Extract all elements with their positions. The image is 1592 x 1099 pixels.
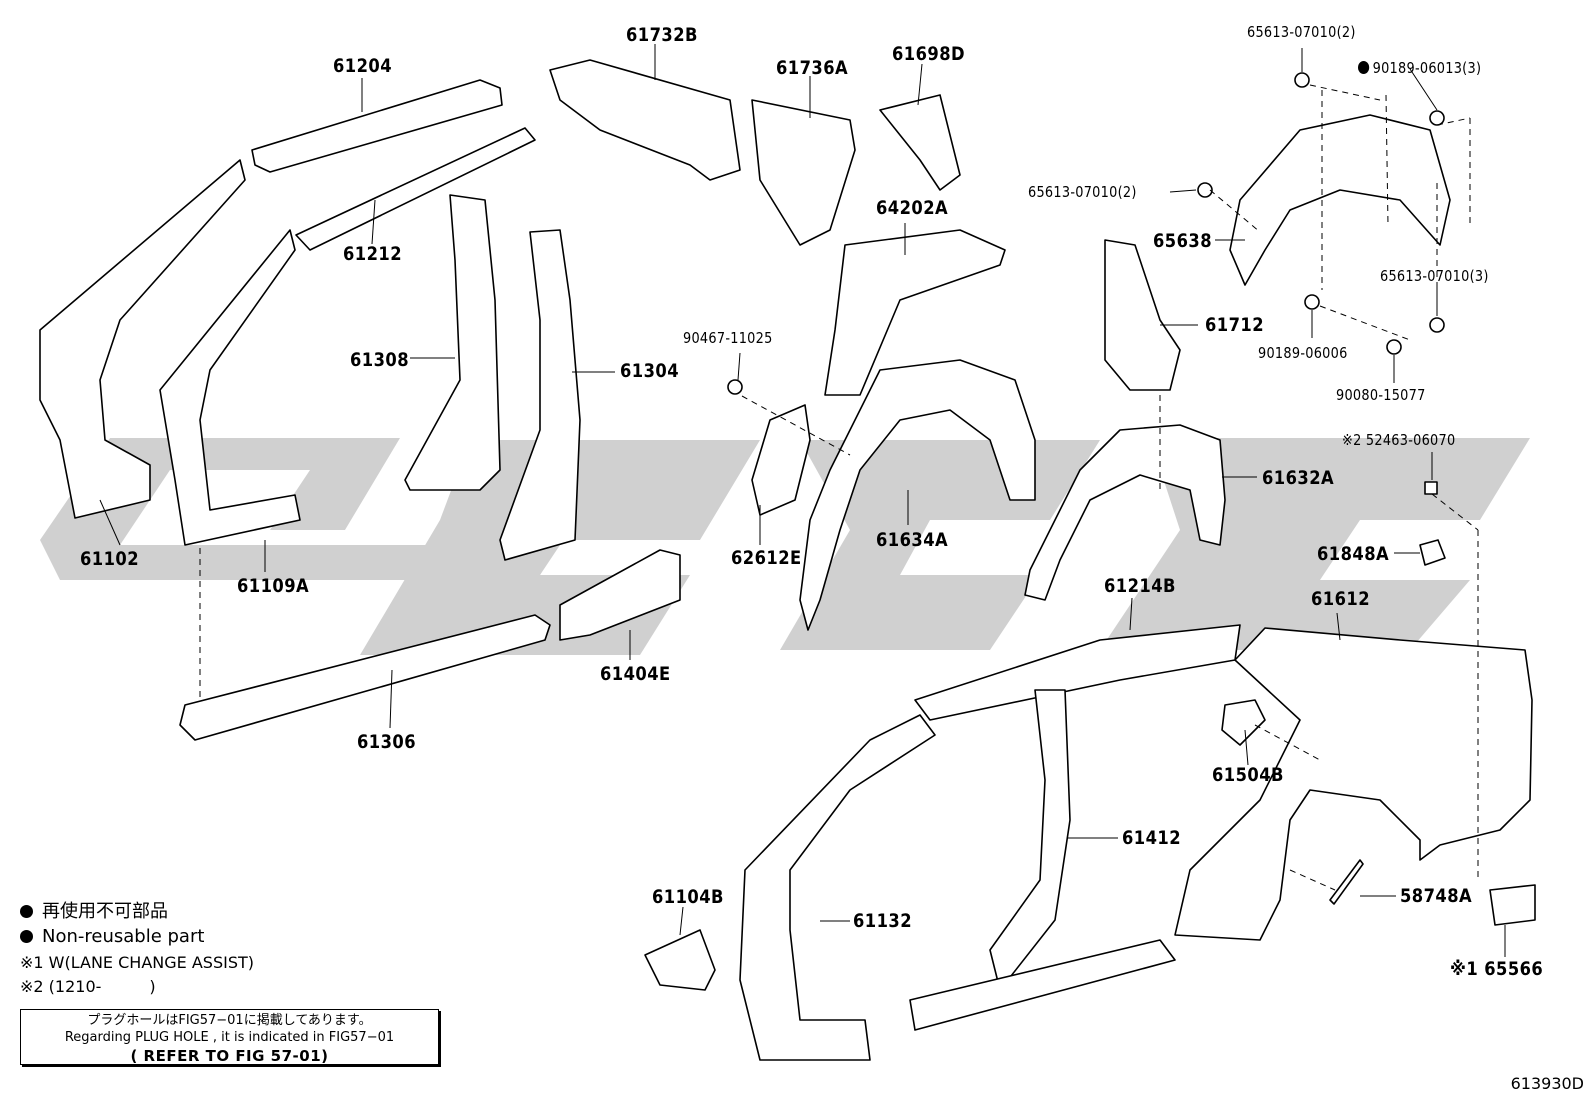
part-62612E-shape [751,404,811,516]
part-label-61104B[interactable]: 61104B [652,886,724,908]
part-label-61412[interactable]: 61412 [1122,827,1182,849]
part-label-90467-11025[interactable]: 90467-11025 [683,329,773,347]
part-label-52463-06070[interactable]: ※2 52463-06070 [1342,431,1456,449]
figure-number: 613930D [1510,1074,1584,1093]
part-label-65613-07010-mid[interactable]: 65613-07010(2) [1028,183,1137,201]
part-label-61304[interactable]: 61304 [620,360,680,382]
part-65566-shape [1489,884,1536,926]
part-61732B-shape [549,59,741,181]
part-label-61306[interactable]: 61306 [357,731,417,753]
part-61848A-shape [1419,539,1446,566]
part-61214B-shape [914,624,1241,721]
part-label-61848A[interactable]: 61848A [1317,543,1390,565]
part-label-61204[interactable]: 61204 [333,55,393,77]
part-61404E-shape [559,549,681,641]
part-61634A-shape [799,359,1036,631]
legend-en-text: Non-reusable part [42,926,205,947]
part-64202A-shape [824,229,1006,396]
part-label-61109A[interactable]: 61109A [237,575,310,597]
non-reusable-dot-icon [20,905,33,918]
part-65638-shape [1229,114,1451,286]
note-line-jp: プラグホールはFIG57−01に掲載してあります。 [87,1013,372,1028]
note-line-en: Regarding PLUG HOLE , it is indicated in… [64,1029,395,1045]
part-65613b-fastener [1197,182,1213,198]
part-label-61404E[interactable]: 61404E [600,663,671,685]
part-label-65638[interactable]: 65638 [1153,230,1213,252]
part-61306-shape [179,614,551,741]
part-90189b-fastener [1304,294,1320,310]
leader-lines [99,44,1506,957]
part-52463-clip [1424,481,1438,495]
part-61132-shape [739,714,936,1061]
part-label-61612[interactable]: 61612 [1311,588,1371,610]
note-reference-link[interactable]: ( REFER TO FIG 57-01) [130,1046,329,1065]
part-label-61732B[interactable]: 61732B [626,24,698,46]
part-61412-shape [989,689,1071,991]
part-61304-shape [499,229,581,561]
plug-hole-note-box: プラグホールはFIG57−01に掲載してあります。 Regarding PLUG… [20,1009,439,1065]
part-label-61308[interactable]: 61308 [350,349,410,371]
part-label-90080-15077[interactable]: 90080-15077 [1336,386,1426,404]
part-label-61504B[interactable]: 61504B [1212,764,1284,786]
part-61632A-shape [1024,424,1226,601]
part-61736A-shape [751,99,856,246]
part-61102-shape [39,159,246,519]
part-61109A-shape [159,229,301,546]
legend-note-2: ※2 (1210- ) [20,977,156,996]
part-label-65613-07010-top[interactable]: 65613-07010(2) [1247,23,1356,41]
part-label-61698D[interactable]: 61698D [892,43,965,65]
part-61212-shape [295,127,536,251]
part-label-61712[interactable]: 61712 [1205,314,1265,336]
part-label-61632A[interactable]: 61632A [1262,467,1335,489]
part-61612-shape [1174,627,1533,941]
legend-non-reusable-jp: 再使用不可部品 [20,903,168,921]
part-label-64202A[interactable]: 64202A [876,197,949,219]
part-label-90189-06006[interactable]: 90189-06006 [1258,344,1348,362]
part-65613a-fastener [1294,72,1310,88]
legend-non-reusable-en: Non-reusable part [20,928,204,946]
part-90467-fastener [727,379,743,395]
part-65613c-fastener [1429,317,1445,333]
part-61104B-shape [644,929,716,991]
part-61504B-shape [1221,699,1266,746]
part-label-61212[interactable]: 61212 [343,243,403,265]
non-reusable-dot-icon [20,930,33,943]
part-61204-shape [251,79,503,173]
part-61698D-shape [879,94,961,191]
non-reusable-marker [1358,61,1370,74]
part-90080-fastener [1386,339,1402,355]
part-90189a-fastener [1429,110,1445,126]
part-label-58748A[interactable]: 58748A [1400,885,1473,907]
part-label-61634A[interactable]: 61634A [876,529,949,551]
part-rocker-outer-shape [909,939,1176,1031]
legend-jp-text: 再使用不可部品 [42,901,168,922]
part-61712-shape [1104,239,1181,391]
legend-note-1: ※1 W(LANE CHANGE ASSIST) [20,953,254,972]
part-label-65566[interactable]: ※1 65566 [1450,958,1544,980]
dashed-alignment-lines [199,84,1479,891]
part-61308-shape [404,194,501,491]
part-label-62612E[interactable]: 62612E [731,547,802,569]
part-label-61736A[interactable]: 61736A [776,57,849,79]
part-drawings [39,59,1536,1061]
part-label-90189-06013[interactable]: 90189-06013(3) [1358,61,1481,76]
part-label-90189-06013-text: 90189-06013(3) [1372,59,1482,77]
part-label-61102[interactable]: 61102 [80,548,140,570]
part-label-61214B[interactable]: 61214B [1104,575,1176,597]
part-label-61132[interactable]: 61132 [853,910,913,932]
part-58748A-shape [1329,859,1364,905]
part-label-65613-07010-right[interactable]: 65613-07010(3) [1380,267,1489,285]
